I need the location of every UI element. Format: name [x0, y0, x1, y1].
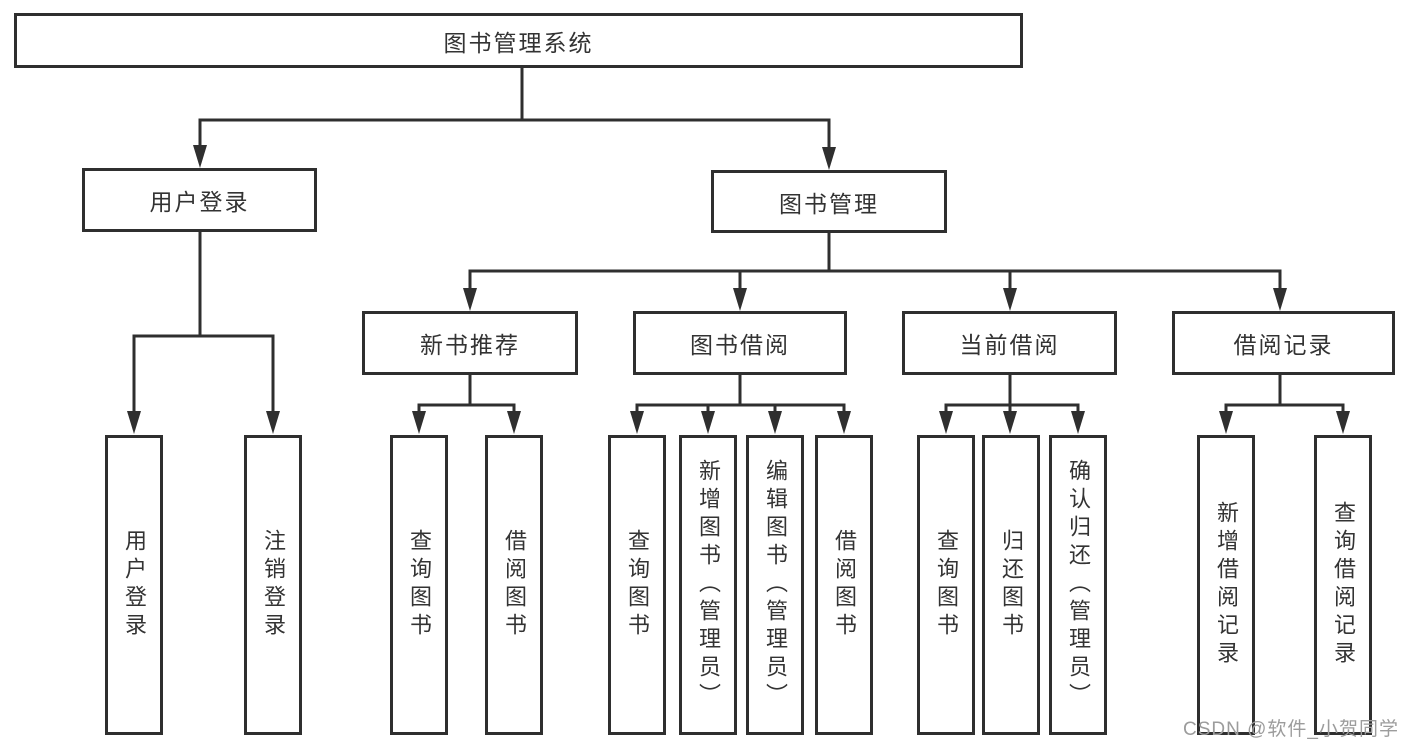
node-leaf-return-books: 归还图书 [982, 435, 1040, 735]
node-current-borrowing: 当前借阅 [902, 311, 1117, 375]
node-leaf-query-books-current: 查询图书 [917, 435, 975, 735]
node-leaf-borrow-books-recommend: 借阅图书 [485, 435, 543, 735]
node-leaf-query-books-recommend: 查询图书 [390, 435, 448, 735]
node-label: 查询图书 [934, 529, 959, 641]
node-label: 新增图书（管理员） [696, 459, 721, 711]
node-new-book-recommendation: 新书推荐 [362, 311, 578, 375]
node-leaf-query-books-borrowing: 查询图书 [608, 435, 666, 735]
node-label: 用户登录 [122, 529, 147, 641]
node-user-login: 用户登录 [82, 168, 317, 232]
node-label: 图书管理 [779, 190, 879, 217]
node-leaf-logout: 注销登录 [244, 435, 302, 735]
node-label: 编辑图书（管理员） [763, 459, 788, 711]
node-borrowing-records: 借阅记录 [1172, 311, 1395, 375]
node-library-management-system: 图书管理系统 [14, 13, 1023, 68]
node-label: 新增借阅记录 [1214, 501, 1239, 669]
node-label: 图书借阅 [690, 332, 790, 358]
node-label: 借阅图书 [502, 529, 527, 641]
node-leaf-query-borrow-record: 查询借阅记录 [1314, 435, 1372, 735]
node-leaf-confirm-return-admin: 确认归还（管理员） [1049, 435, 1107, 735]
csdn-watermark: CSDN @软件_小贺同学 [1183, 719, 1399, 740]
node-leaf-borrow-books-borrowing: 借阅图书 [815, 435, 873, 735]
node-book-management: 图书管理 [711, 170, 947, 233]
node-leaf-add-books-admin: 新增图书（管理员） [679, 435, 737, 735]
node-label: 注销登录 [261, 529, 286, 641]
node-label: 当前借阅 [959, 332, 1060, 358]
node-book-borrowing: 图书借阅 [633, 311, 847, 375]
node-label: 借阅图书 [832, 529, 857, 641]
node-label: 用户登录 [149, 189, 250, 215]
node-leaf-edit-books-admin: 编辑图书（管理员） [746, 435, 804, 735]
node-label: 图书管理系统 [443, 29, 594, 56]
node-label: 确认归还（管理员） [1066, 459, 1091, 711]
node-leaf-user-login: 用户登录 [105, 435, 163, 735]
node-label: 借阅记录 [1233, 332, 1334, 358]
node-label: 新书推荐 [420, 332, 520, 358]
node-label: 查询图书 [407, 529, 432, 641]
node-leaf-add-borrow-record: 新增借阅记录 [1197, 435, 1255, 735]
node-label: 查询借阅记录 [1331, 501, 1356, 669]
node-label: 归还图书 [999, 529, 1024, 641]
node-label: 查询图书 [625, 529, 650, 641]
